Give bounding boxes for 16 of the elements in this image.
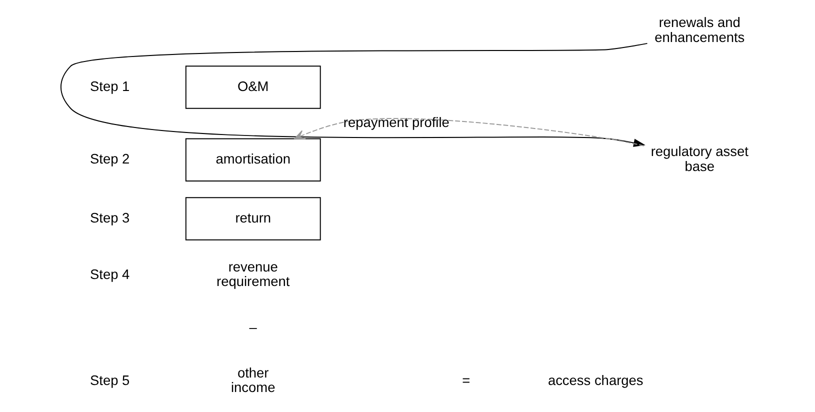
node-text: renewals and enhancements [654, 15, 744, 45]
label: Step 2 [90, 152, 130, 167]
node-box: amortisation [184, 138, 320, 182]
label: Step 5 [90, 372, 130, 388]
label: – [248, 320, 256, 335]
node-box: return [184, 197, 320, 240]
label: Step 4 [90, 266, 130, 282]
node-text: regulatory asset base [650, 144, 748, 174]
edge-label: repayment profile [342, 115, 449, 130]
label: = [462, 372, 470, 388]
label: Step 1 [90, 78, 130, 94]
node-text: access charges [547, 372, 643, 388]
label: Step 3 [90, 210, 130, 226]
node-box: O&M [184, 66, 320, 109]
node-text: other income [230, 365, 275, 396]
node-text: revenue requirement [216, 259, 290, 290]
